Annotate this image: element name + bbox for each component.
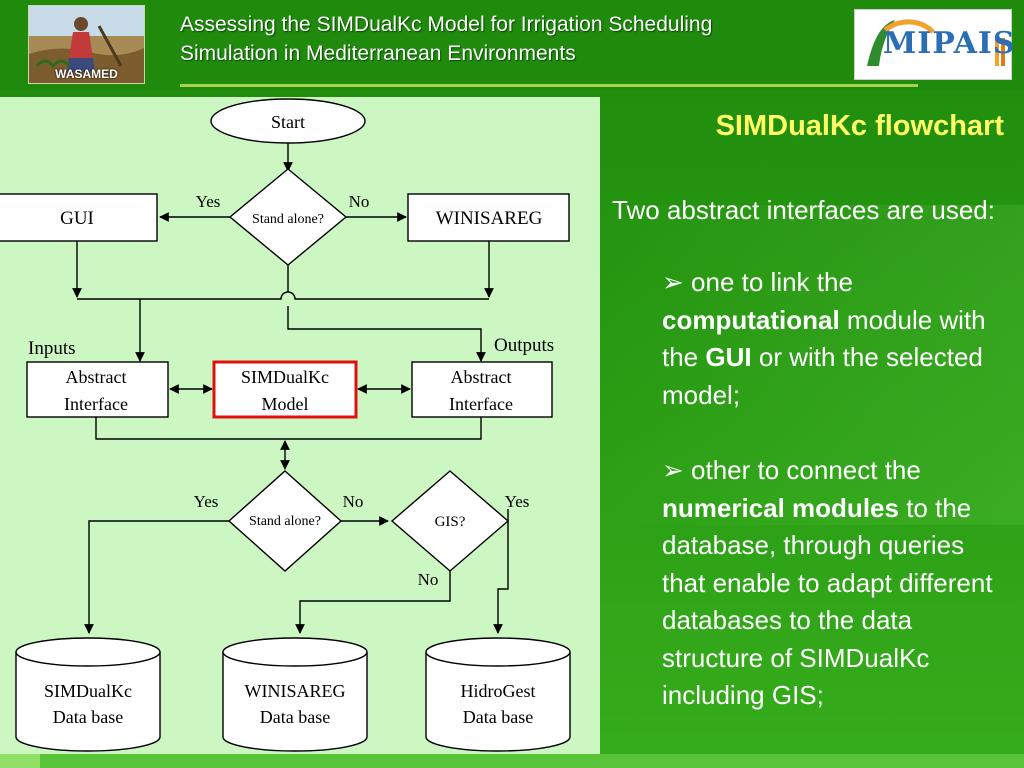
outputs-label: Outputs	[494, 335, 554, 356]
no-label-3: No	[418, 570, 439, 589]
decision-stand-alone-2	[227, 470, 343, 572]
yes-label-1: Yes	[196, 192, 221, 211]
bullet-1-text-3: or with the selected model;	[662, 342, 983, 410]
slide-header	[0, 0, 1024, 90]
simdualkc-model-box	[212, 360, 358, 419]
abstract-right-line1: Abstract	[451, 367, 512, 387]
bullet-2-text-1: other to connect the	[691, 455, 921, 485]
bullet-2: ➢ other to connect the numerical modules…	[662, 452, 1012, 715]
header-divider	[180, 84, 918, 87]
bullet-2-bold-1: numerical modules	[662, 492, 899, 523]
bullet-1-bold-2: GUI	[705, 342, 752, 372]
abstract-left-line1: Abstract	[66, 367, 127, 387]
wasamed-logo: WASAMED	[28, 5, 145, 84]
decision-gis	[390, 470, 510, 572]
start-node	[210, 98, 366, 144]
title-line-1: Assessing the SIMDualKc Model for Irriga…	[180, 13, 713, 36]
mipais-logo: MIPAIS	[854, 9, 1015, 80]
slide-title: Assessing the SIMDualKc Model for Irriga…	[180, 10, 850, 68]
bullet-1-text-1: one to link the	[691, 267, 853, 297]
no-label-1: No	[349, 192, 370, 211]
simdualkc-database	[15, 637, 161, 752]
arrow-bullet-icon: ➢	[662, 455, 684, 485]
mipais-logo-text: MIPAIS	[883, 26, 1016, 61]
db1-line1: SIMDualKc	[44, 681, 132, 701]
winisareg-box	[407, 193, 570, 242]
wasamed-logo-label: WASAMED	[55, 67, 118, 81]
winisareg-database	[222, 637, 368, 752]
model-line2: Model	[262, 394, 309, 414]
db1-line2: Data base	[53, 707, 123, 727]
db2-line1: WINISAREG	[245, 681, 346, 701]
footer-bar	[0, 754, 1024, 768]
decision-stand-alone-1	[228, 168, 348, 266]
bullet-1-text-2: module with the	[662, 304, 986, 373]
hidrogest-database	[425, 637, 571, 752]
bullet-1: ➢ one to link the computational module w…	[662, 264, 1012, 414]
decision-stand-alone-1-label: Stand alone?	[252, 212, 324, 227]
no-label-2: No	[343, 492, 364, 511]
section-heading: SIMDualKc flowchart	[715, 110, 1004, 142]
footer-bar-accent	[0, 754, 40, 768]
background-light-band	[600, 205, 1024, 525]
model-line1: SIMDualKc	[241, 367, 329, 387]
decision-stand-alone-2-label: Stand alone?	[249, 514, 321, 529]
abstract-interface-inputs	[26, 361, 169, 418]
intro-text: Two abstract interfaces are used:	[612, 195, 995, 225]
gui-label: GUI	[60, 208, 94, 229]
simdualkc-flowchart: Start Stand alone? Yes No GUI WINISAREG …	[0, 98, 571, 752]
db2-line2: Data base	[260, 707, 330, 727]
abstract-interface-outputs	[411, 361, 553, 418]
abstract-left-line2: Interface	[64, 394, 128, 414]
yes-label-3: Yes	[505, 492, 530, 511]
arrow-bullet-icon: ➢	[662, 267, 684, 297]
db3-line2: Data base	[463, 707, 533, 727]
bullet-2-text-2: to the database, through queries that en…	[662, 492, 993, 711]
inputs-label: Inputs	[28, 338, 76, 359]
decision-gis-label: GIS?	[435, 514, 466, 530]
bullet-1-bold-1: computational	[662, 304, 840, 335]
title-line-2: Simulation in Mediterranean Environments	[180, 42, 576, 65]
winisareg-label: WINISAREG	[436, 208, 543, 229]
db3-line1: HidroGest	[461, 681, 536, 701]
gui-box	[0, 193, 158, 242]
abstract-right-line2: Interface	[449, 394, 513, 414]
yes-label-2: Yes	[194, 492, 219, 511]
start-label: Start	[271, 112, 305, 132]
flowchart-panel: Start Stand alone? Yes No GUI WINISAREG …	[0, 97, 600, 754]
